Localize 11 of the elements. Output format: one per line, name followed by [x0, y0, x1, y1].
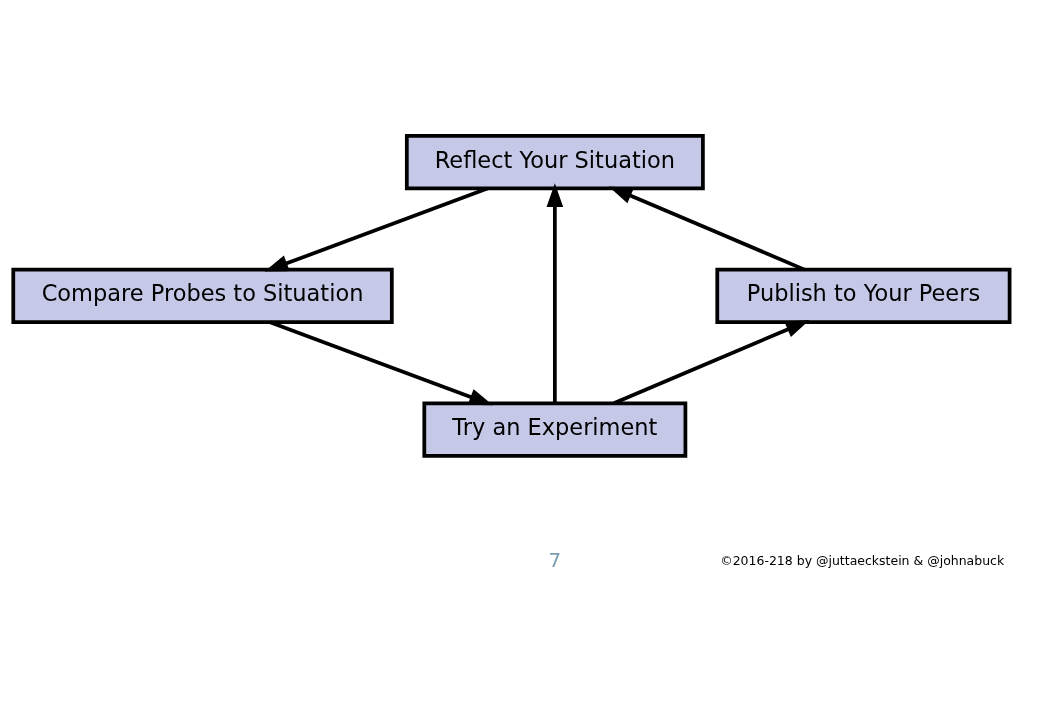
- arrow: [613, 319, 810, 405]
- node-box: Publish to Your Peers: [715, 267, 1012, 324]
- arrow: [546, 182, 564, 403]
- arrow: [264, 186, 488, 272]
- label: ©2016-218 by @juttaeckstein & @johnabuck: [720, 552, 1005, 568]
- arrow: [269, 320, 493, 405]
- arrow: [608, 185, 806, 271]
- node-box: Reflect Your Situation: [404, 133, 705, 190]
- node-box: Try an Experiment: [422, 400, 688, 458]
- node-box: Compare Probes to Situation: [11, 267, 394, 324]
- label: 7: [548, 547, 562, 572]
